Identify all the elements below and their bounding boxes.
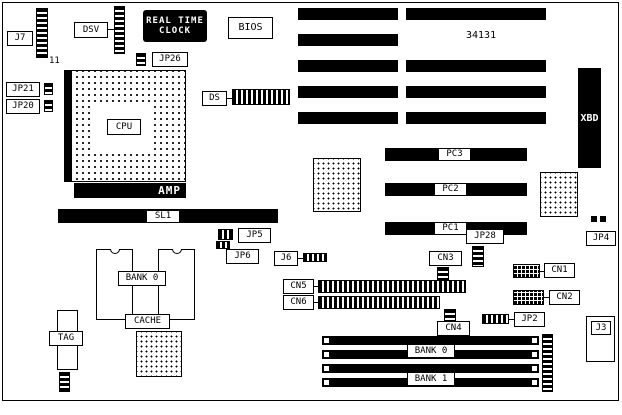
simm-slot-3: [322, 364, 539, 373]
xbd-chip: XBD: [578, 68, 601, 168]
simm-latch: [532, 380, 537, 385]
simm-latch: [532, 352, 537, 357]
pin-count-label: 11: [49, 56, 60, 66]
jp28-connector: [472, 246, 484, 267]
cn6-connector: [318, 296, 440, 309]
tag-connector: [59, 372, 70, 392]
jp6-jumper: [216, 241, 230, 249]
cn1-pointer-line: [540, 271, 544, 272]
jp26-label: JP26: [152, 52, 188, 67]
rtc-label-line1: REAL TIME: [146, 16, 204, 26]
j7-connector: [36, 8, 48, 58]
dsv-label: DSV: [74, 22, 108, 38]
jp2-pointer-line: [509, 319, 514, 320]
jp4-label: JP4: [586, 231, 616, 246]
board-outline: [2, 2, 619, 401]
isa-slot-3-short: [298, 60, 398, 72]
cn3-label: CN3: [429, 251, 462, 266]
dsv-pointer-line: [107, 29, 114, 30]
cn3-connector: [437, 267, 449, 280]
cn6-pointer-line: [314, 302, 318, 303]
cn5-connector: [318, 280, 466, 293]
j3-label: J3: [591, 321, 611, 335]
cn5-label: CN5: [283, 279, 314, 294]
cn2-label: CN2: [549, 290, 580, 305]
dsv-connector: [114, 6, 125, 54]
pc1-label: PC1: [434, 222, 467, 235]
ds-label: DS: [202, 91, 227, 106]
ds-switch: [232, 89, 290, 105]
tag-label: TAG: [49, 331, 83, 346]
isa-slot-1-short: [298, 8, 398, 20]
rtc-label-line2: CLOCK: [158, 26, 192, 36]
chipset-ic-2: [540, 172, 578, 217]
cn1-connector: [513, 264, 540, 278]
jp6-label: JP6: [226, 249, 259, 264]
j7-label: J7: [7, 31, 33, 46]
isa-slot-4-short: [298, 86, 398, 98]
simm-latch: [324, 338, 329, 343]
isa-slot-4-long: [406, 86, 546, 98]
simm-latch: [324, 366, 329, 371]
sl1-label: SL1: [146, 210, 180, 223]
jp21-label: JP21: [6, 82, 40, 97]
bios-chip: BIOS: [228, 17, 273, 39]
jp4-jumper-a: [591, 216, 597, 222]
chip-notch: [109, 249, 120, 254]
cn5-pointer-line: [314, 286, 318, 287]
jp2-label: JP2: [514, 312, 545, 327]
cn4-connector: [444, 309, 456, 321]
simm-latch: [532, 338, 537, 343]
j6-pointer-line: [298, 258, 303, 259]
simm-slot-1: [322, 336, 539, 345]
cpu-label: CPU: [107, 119, 141, 135]
jp4-jumper-b: [600, 216, 606, 222]
j6-connector: [303, 253, 327, 262]
isa-slot-3-long: [406, 60, 546, 72]
isa-slot-5-long: [406, 112, 546, 124]
jp20-label: JP20: [6, 99, 40, 114]
simm-bank0-label: BANK 0: [407, 344, 455, 358]
j6-label: J6: [274, 251, 298, 266]
jp28-label: JP28: [466, 229, 504, 244]
rtc-chip: REAL TIME CLOCK: [143, 10, 207, 42]
cache-bank0-label: BANK 0: [118, 271, 166, 286]
cpu-socket-lever-bar: [65, 71, 72, 181]
simm-bank1-label: BANK 1: [407, 372, 455, 386]
isa-slot-5-short: [298, 112, 398, 124]
amp-bar: AMP: [74, 183, 186, 198]
ds-pointer-line: [227, 98, 232, 99]
jp26-jumper: [136, 53, 146, 66]
cn4-label: CN4: [437, 321, 470, 336]
cn1-label: CN1: [544, 263, 575, 278]
cpu-socket: [64, 70, 186, 182]
jp2-jumper: [482, 314, 509, 324]
simm-latch: [324, 380, 329, 385]
chipset-ic-3: [136, 331, 182, 377]
jp5-label: JP5: [238, 228, 271, 243]
chipset-ic-1: [313, 158, 361, 212]
cn2-pointer-line: [544, 297, 549, 298]
chip-notch: [171, 249, 182, 254]
pc2-label: PC2: [434, 183, 467, 196]
simm-latch: [324, 352, 329, 357]
cache-label: CACHE: [125, 314, 170, 329]
board-number: 34131: [466, 30, 497, 41]
jp5-jumper: [218, 229, 233, 240]
isa-slot-1-long: [406, 8, 546, 20]
simm-latch: [532, 366, 537, 371]
pc3-label: PC3: [438, 148, 471, 161]
jp21-jumper: [44, 83, 53, 95]
power-connector: [542, 334, 553, 392]
jp20-jumper: [44, 100, 53, 112]
isa-slot-2-short: [298, 34, 398, 46]
cn2-connector: [513, 290, 544, 305]
cn6-label: CN6: [283, 295, 314, 310]
